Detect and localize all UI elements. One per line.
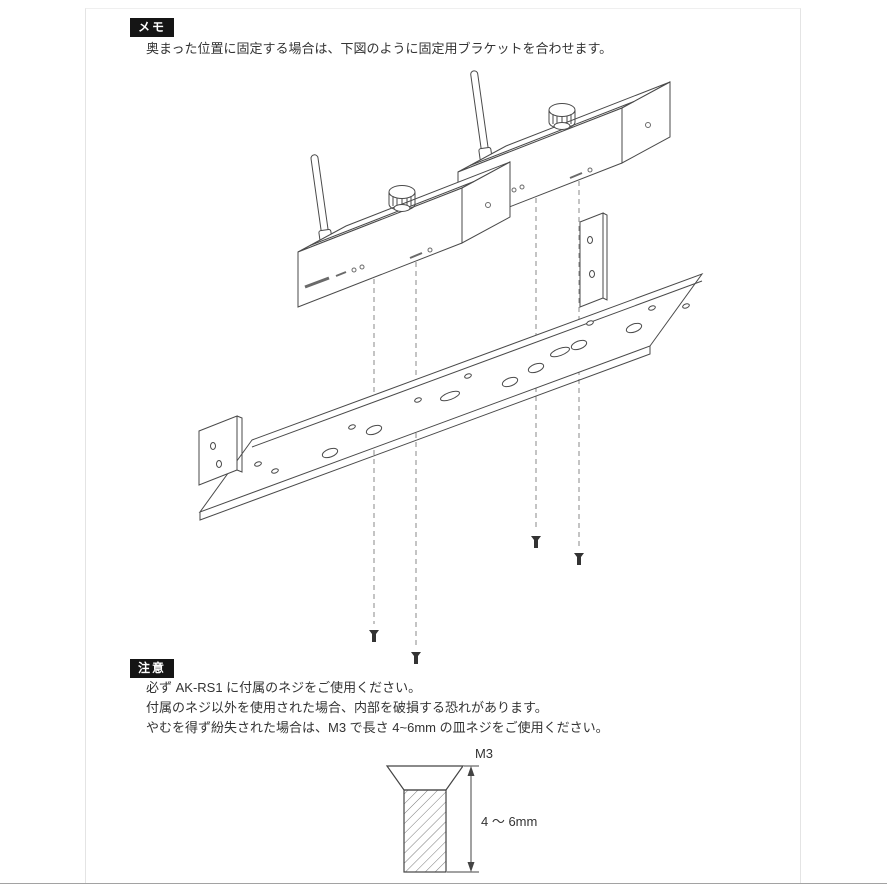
mounting-screws [369, 536, 584, 664]
caution-line-2: 付属のネジ以外を使用された場合、内部を破損する恐れがあります。 [146, 700, 548, 715]
knob-icon [388, 185, 416, 212]
mounting-screw [411, 652, 421, 664]
page-bottom-edge [0, 883, 887, 884]
caution-text: 必ず AK-RS1 に付属のネジをご使用ください。 付属のネジ以外を使用された場… [146, 681, 609, 741]
caution-line-1: 必ず AK-RS1 に付属のネジをご使用ください。 [146, 680, 422, 695]
antenna-icon [310, 154, 333, 244]
caution-line-3: やむを得ず紛失された場合は、M3 で長さ 4~6mm の皿ネジをご使用ください。 [146, 720, 609, 735]
memo-tag: メモ [130, 18, 175, 37]
antenna-icon [470, 70, 493, 162]
mounting-screw [369, 630, 379, 642]
memo-text: 奥まった位置に固定する場合は、下図のように固定用ブラケットを合わせます。 [146, 41, 613, 56]
bracket-holes [254, 303, 690, 474]
device-front [297, 154, 511, 308]
knob-icon [548, 103, 576, 130]
screw-length-label: 4 ～ 6mm [481, 814, 537, 829]
mounting-bracket [198, 212, 704, 521]
mounting-screw [574, 553, 584, 565]
screw-detail-diagram: M3 4 ～ 6mm [385, 746, 537, 873]
mounting-screw [531, 536, 541, 548]
screw-size-label: M3 [475, 746, 493, 761]
front-panel-markings [304, 202, 491, 289]
caution-tag: 注意 [130, 659, 175, 678]
